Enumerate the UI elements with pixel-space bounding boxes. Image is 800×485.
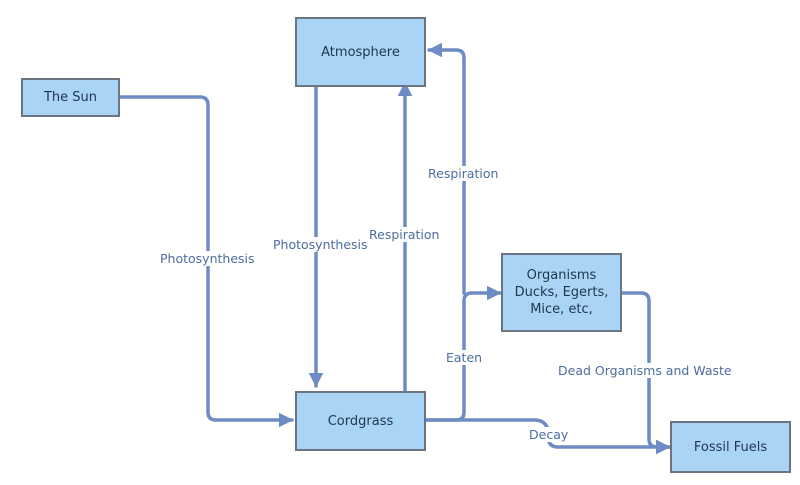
node-atmosphere-label: Atmosphere <box>321 44 400 60</box>
edge-label-organisms-respiration: Respiration <box>427 166 500 181</box>
node-fossil-fuels-label: Fossil Fuels <box>693 439 768 455</box>
edge-label-atmosphere-photosynthesis: Photosynthesis <box>272 237 369 252</box>
node-cordgrass-label: Cordgrass <box>327 413 394 429</box>
node-organisms: Organisms Ducks, Egerts, Mice, etc, <box>501 253 622 332</box>
node-cordgrass: Cordgrass <box>295 391 426 451</box>
edge-label-sun-photosynthesis: Photosynthesis <box>159 251 256 266</box>
node-the-sun-label: The Sun <box>43 90 98 105</box>
node-organisms-label: Organisms Ducks, Egerts, Mice, etc, <box>514 268 609 317</box>
edge-label-eaten: Eaten <box>445 350 484 365</box>
edge-label-decay: Decay <box>528 427 570 442</box>
edge-organisms-to-atmosphere <box>427 42 466 295</box>
edge-label-cordgrass-respiration: Respiration <box>368 227 441 242</box>
node-fossil-fuels: Fossil Fuels <box>670 421 791 473</box>
node-the-sun: The Sun <box>21 78 120 117</box>
node-atmosphere: Atmosphere <box>295 17 426 87</box>
edge-label-dead-organisms: Dead Organisms and Waste <box>557 363 733 378</box>
